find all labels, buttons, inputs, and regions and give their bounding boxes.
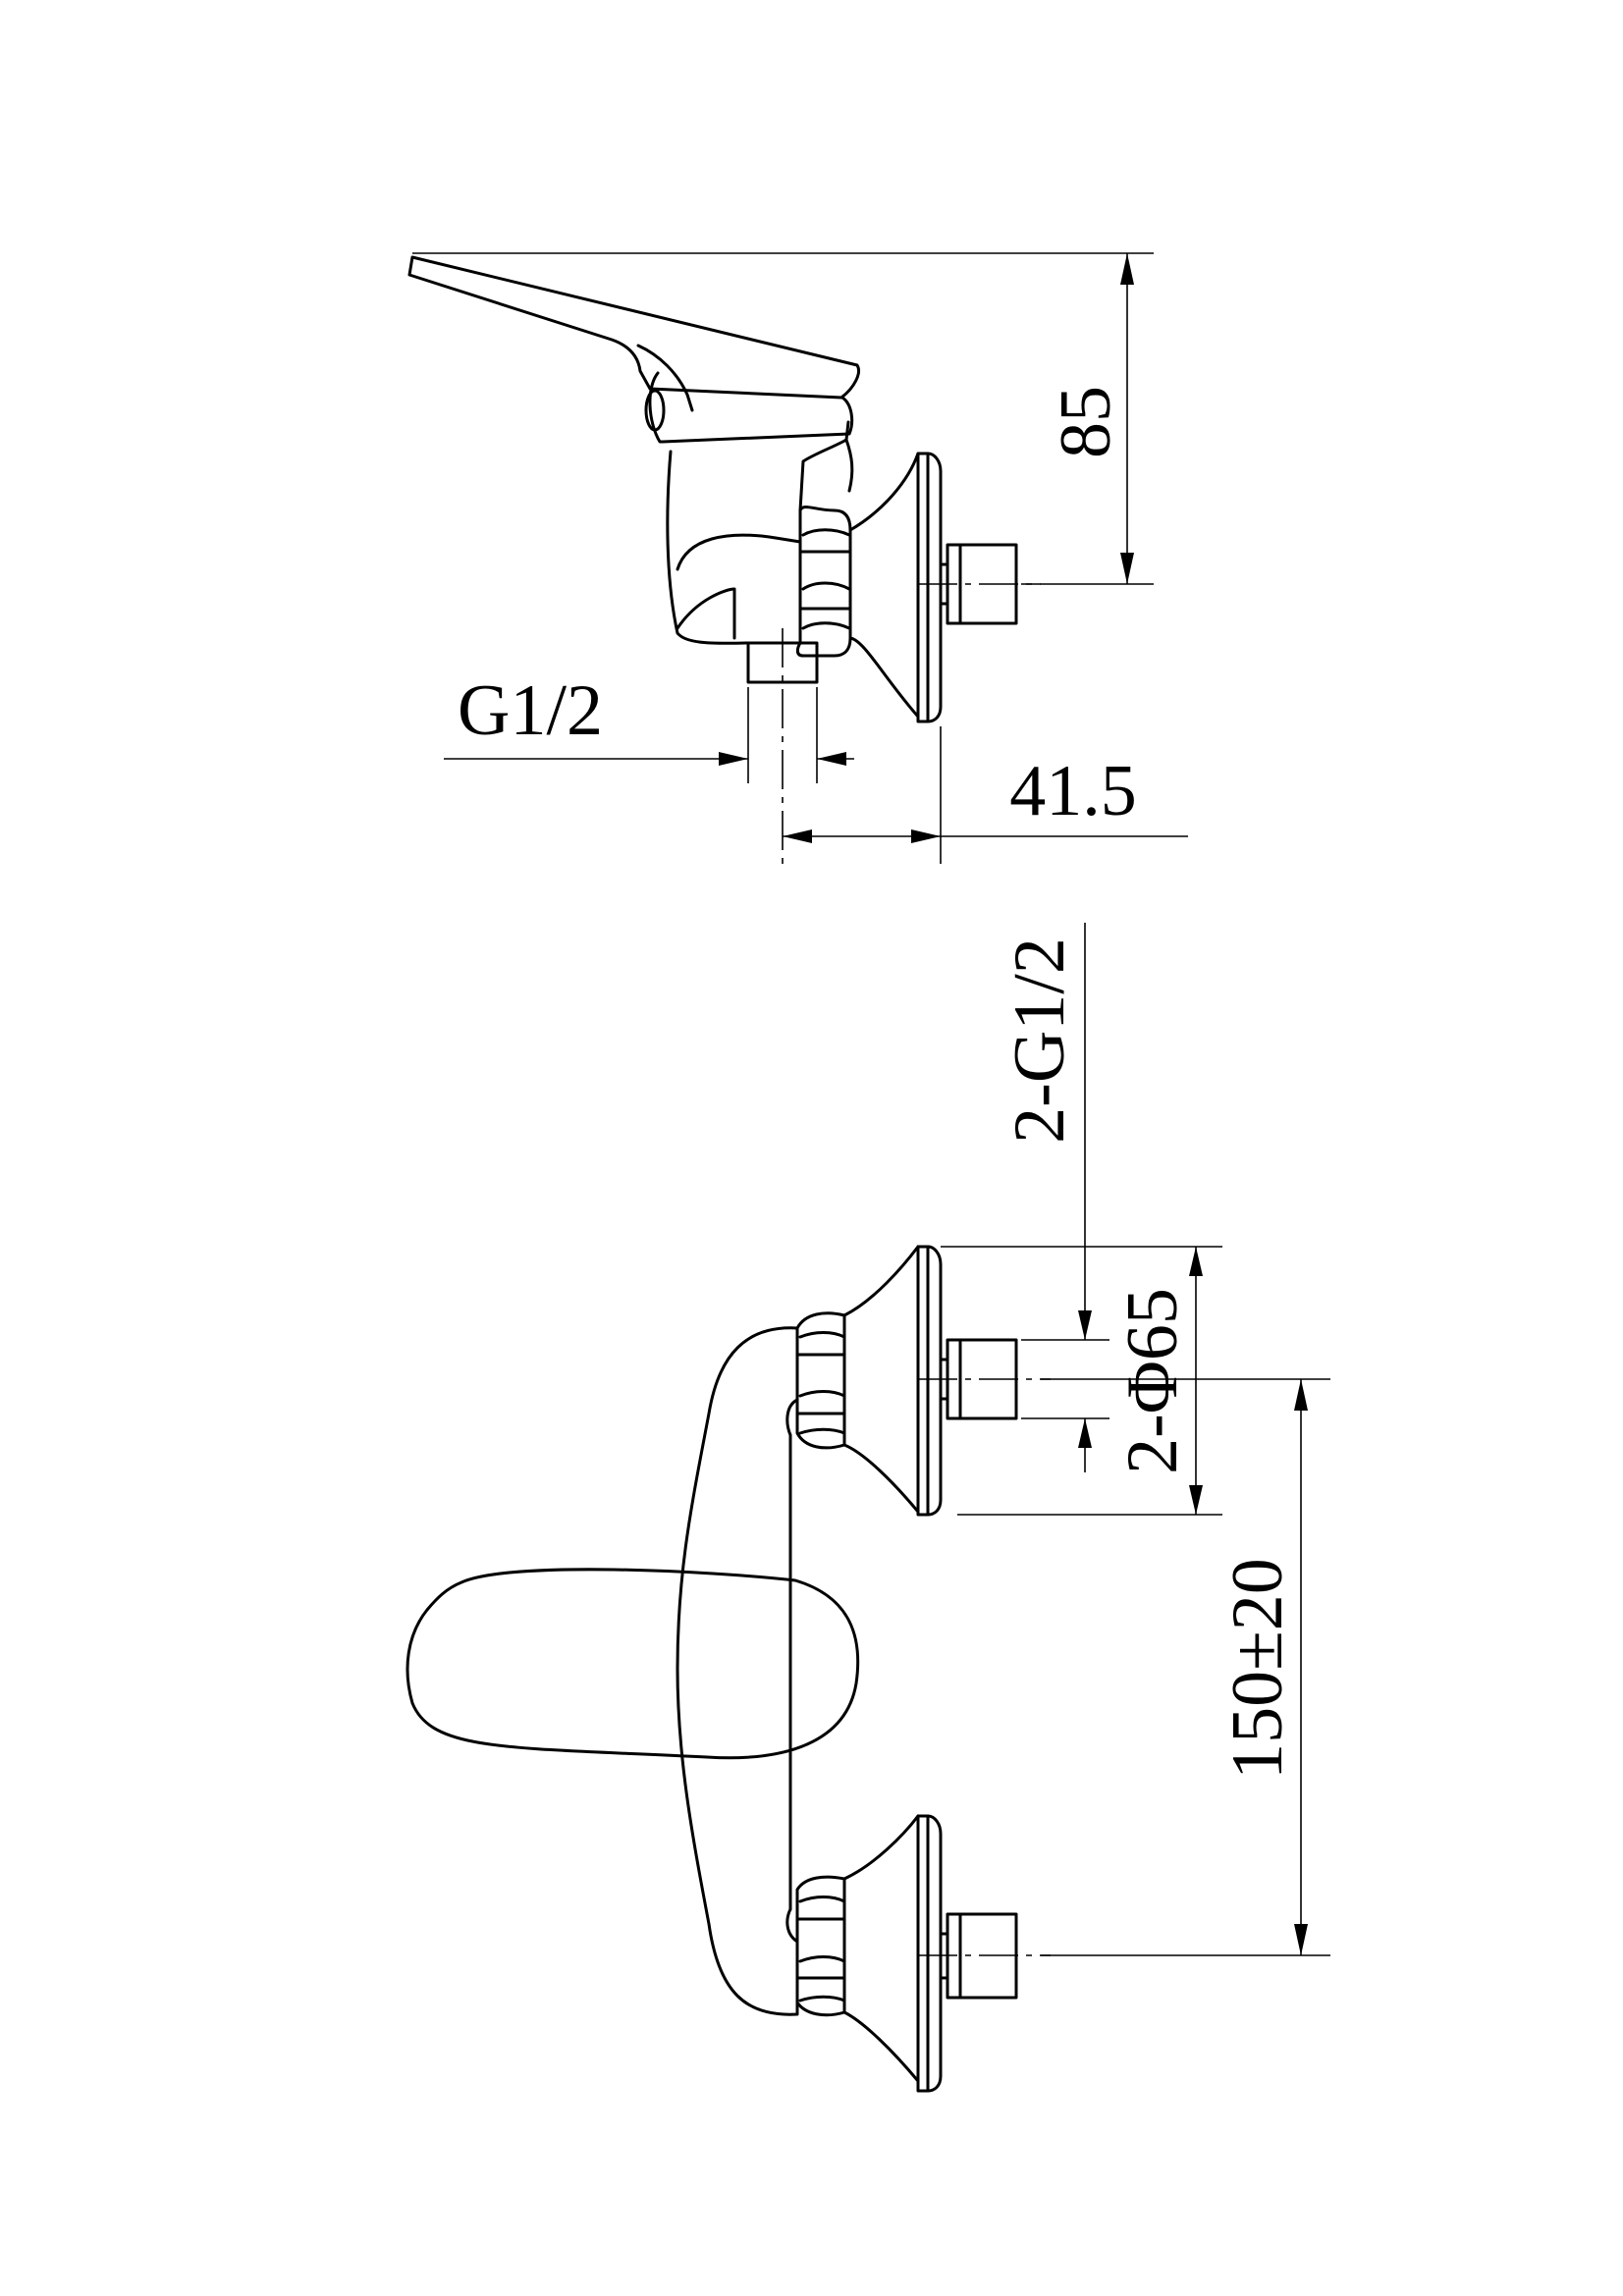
dim-phi65-label: 2-Φ65 [1112,1288,1193,1474]
side-dim-41-5: 41.5 [783,726,1188,864]
dim-150-label: 150±20 [1217,1558,1298,1780]
side-body-bottom-curve [676,587,736,640]
front-eccentric-bottom [842,1814,920,2083]
side-body [666,420,850,645]
front-hex-nut-bottom [795,1875,846,2017]
side-dim-g12: G1/2 [444,670,854,783]
front-view: 2-G1/2 2-Φ65 150±20 [406,923,1330,2093]
front-hex-nut-top [795,1311,846,1450]
front-dim-2-g12: 2-G1/2 [1000,923,1109,1472]
side-view: 85 G1/2 41.5 [407,252,1188,864]
side-eccentric [848,452,920,719]
front-lever-handle [406,1568,860,1760]
front-dim-phi65: 2-Φ65 [941,1246,1222,1516]
side-lever-bend [636,344,694,412]
front-body [676,1326,799,2016]
front-flange-top [916,1245,943,1517]
front-eccentric-top [842,1245,920,1514]
dim-g12-label: G1/2 [458,670,603,751]
dim-2-g12-label: 2-G1/2 [1000,937,1080,1144]
side-body-shoulder [844,438,854,493]
side-lever-handle [407,255,860,400]
front-flange-bottom [916,1814,943,2093]
dim-41-5-label: 41.5 [1009,751,1137,831]
side-body-lower [676,533,802,571]
side-pivot-screw [644,389,666,432]
side-dim-85: 85 [412,252,1154,585]
side-wall-flange [916,452,943,723]
side-hex-nut [795,505,852,658]
dim-85-label: 85 [1046,386,1126,458]
front-dim-150: 150±20 [1041,1378,1330,1956]
